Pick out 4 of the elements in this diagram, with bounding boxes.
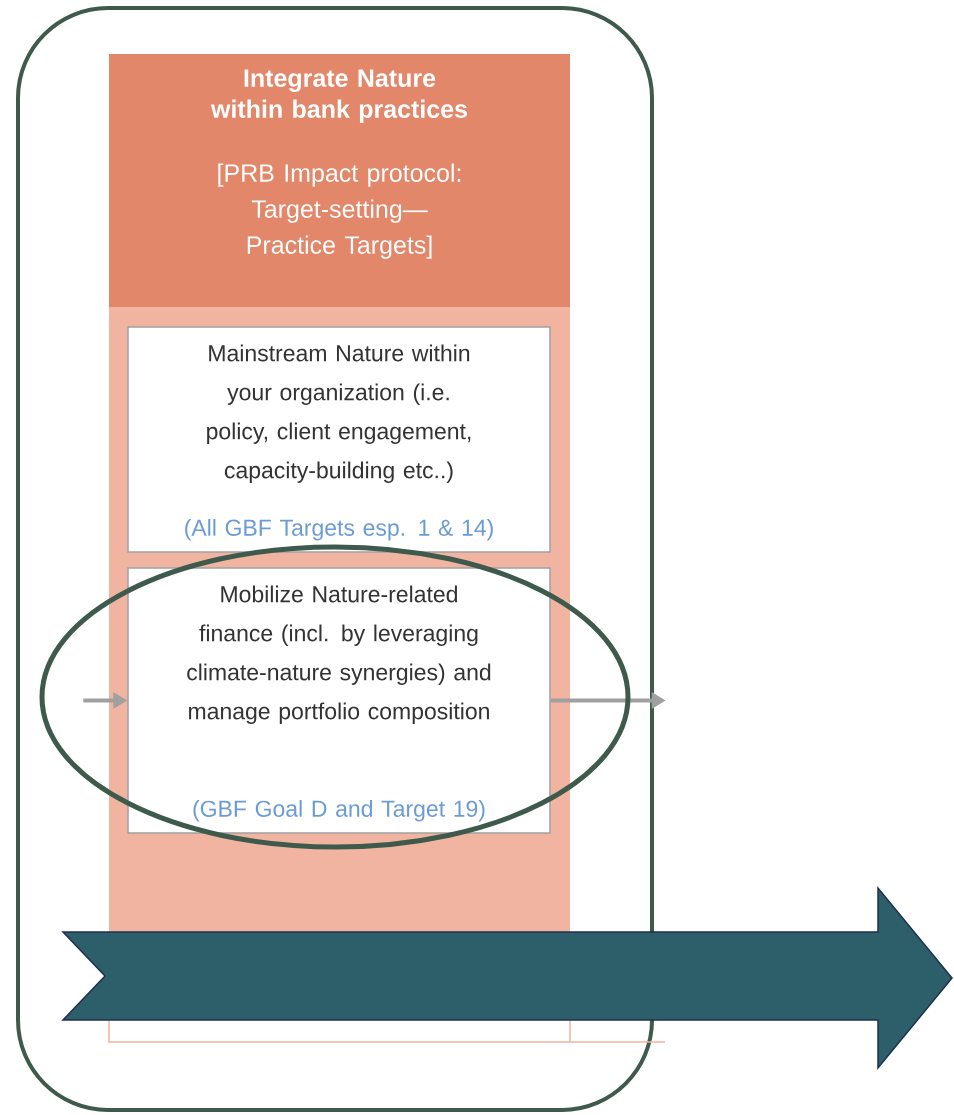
node-label: Integrate Nature within bank practices (210, 69, 467, 123)
text-box: Mainstream Nature within your organization (i.e. policy, client engagement, capacity-building etc..) (All GBF Targets esp. 1 & 14) (127, 326, 551, 553)
node-label: [PRB Impact protocol: Target-setting— Practice Targets] (218, 163, 461, 259)
text-box: Mobilize Nature-related finance (incl. by leveraging climate-nature synergies) and manage portfolio composition (GBF Goal D and Target 19) (127, 567, 551, 834)
